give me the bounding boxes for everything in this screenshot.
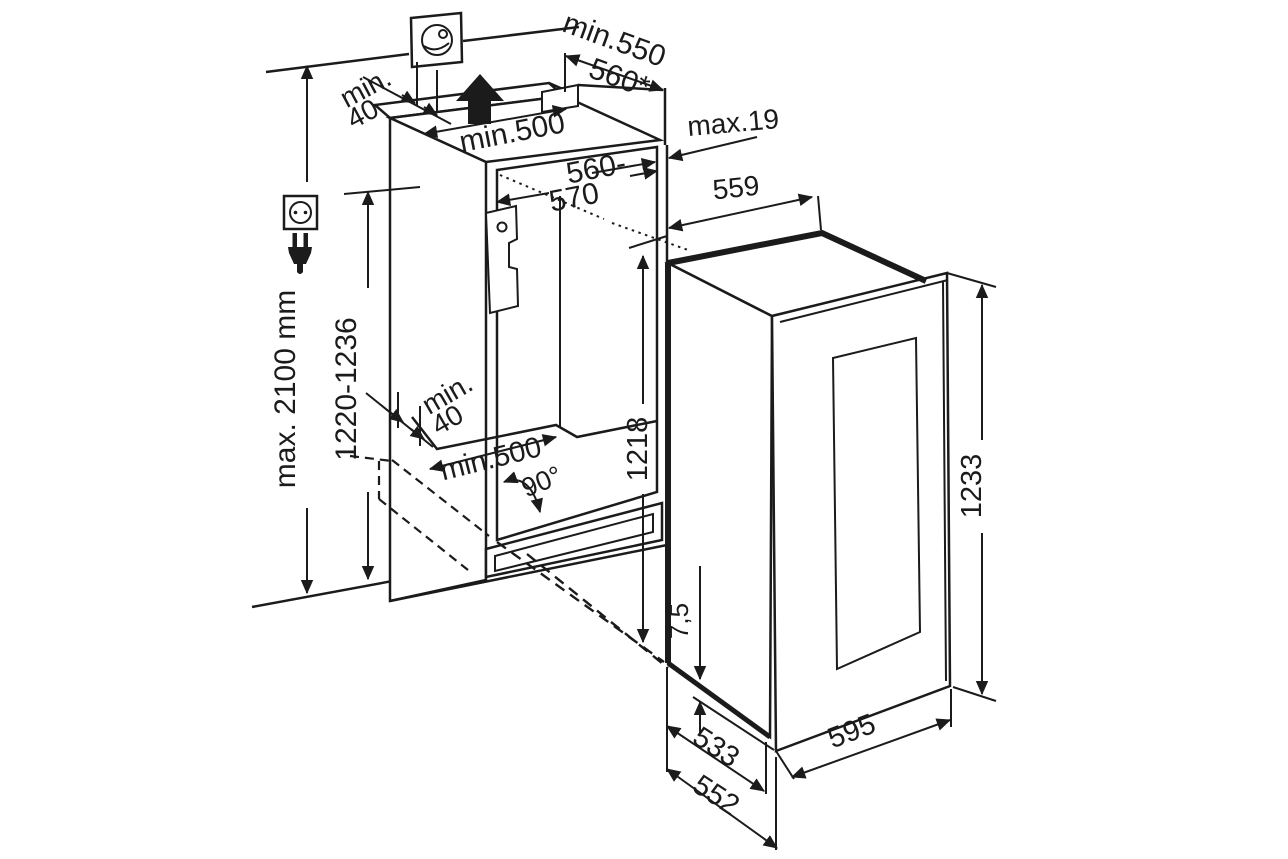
seal-edge-top [667,229,928,284]
ceiling-line-right [462,25,580,43]
power-plug-icon [288,233,312,274]
dim-base-gap-arrow2 [409,425,425,440]
dim-niche-width-left [495,192,550,206]
dimension-lines [300,53,997,850]
label-ceiling-height: max. 2100 mm [269,290,302,488]
dim-top-vent-line [422,105,568,138]
cabinet-left-panel [388,116,488,603]
ceiling-line-left [265,52,410,74]
dim-niche-height-tick [628,235,668,249]
dim-top-gap-arrow1 [400,90,416,104]
appliance-side-panel [666,260,774,740]
power-socket-icon [282,194,319,231]
dim-top-width-line [667,193,814,232]
room-wall [251,11,580,609]
niche-interior [349,145,689,669]
label-niche-height: 1218 [622,417,654,482]
dim-front-height-tick [343,186,421,195]
dim-total-depth-line [666,768,778,849]
label-niche-width-b: 570 [546,177,601,219]
dim-overlap-outer [667,136,758,162]
label-total-depth: 552 [687,769,745,822]
dim-top-depth-line [564,54,665,92]
dim-top-width-ext [817,195,822,231]
niche-opening [495,145,659,542]
dim-appliance-height-ext-top [946,272,997,288]
appliance [664,229,952,753]
pullout-guide-2 [526,553,669,669]
label-door-drop: 7,5 [664,603,694,639]
niche-floor-step [411,416,658,451]
dim-appliance-height-ext-bottom [952,686,997,702]
label-body-depth: 533 [687,721,745,774]
dim-niche-width-right [629,167,659,180]
dim-door-width-line [790,718,952,779]
label-front-height: 1220-1236 [330,317,363,460]
plinth-vent-slot [494,512,654,573]
dim-base-vent-line [428,434,558,472]
hidden-edge-1 [349,454,393,463]
appliance-door [770,271,952,753]
dim-base-gap-arrow1 [388,408,404,423]
door-top-inner-edge [779,279,949,323]
hinge-bracket [484,204,520,315]
cabinet-bottom-edge [389,543,668,603]
hidden-edge-3 [391,459,490,537]
wall-socket-plate-icon [409,11,464,69]
seal-edge-bottom [666,660,772,740]
plinth-frame [484,501,664,579]
hidden-edge-4 [378,498,469,571]
label-overlap: max.19 [686,103,780,142]
dim-swing-arc [502,471,543,514]
dim-door-width-ext-left [775,750,795,780]
label-appliance-height: 1233 [956,454,988,519]
dotted-guide-1 [499,174,605,220]
door-right-inner-edge [942,280,947,682]
door-panel-outline [831,336,922,671]
dim-overlap-inner [591,158,657,174]
pullout-guide-1 [496,541,665,663]
label-top-width: 559 [711,170,761,206]
